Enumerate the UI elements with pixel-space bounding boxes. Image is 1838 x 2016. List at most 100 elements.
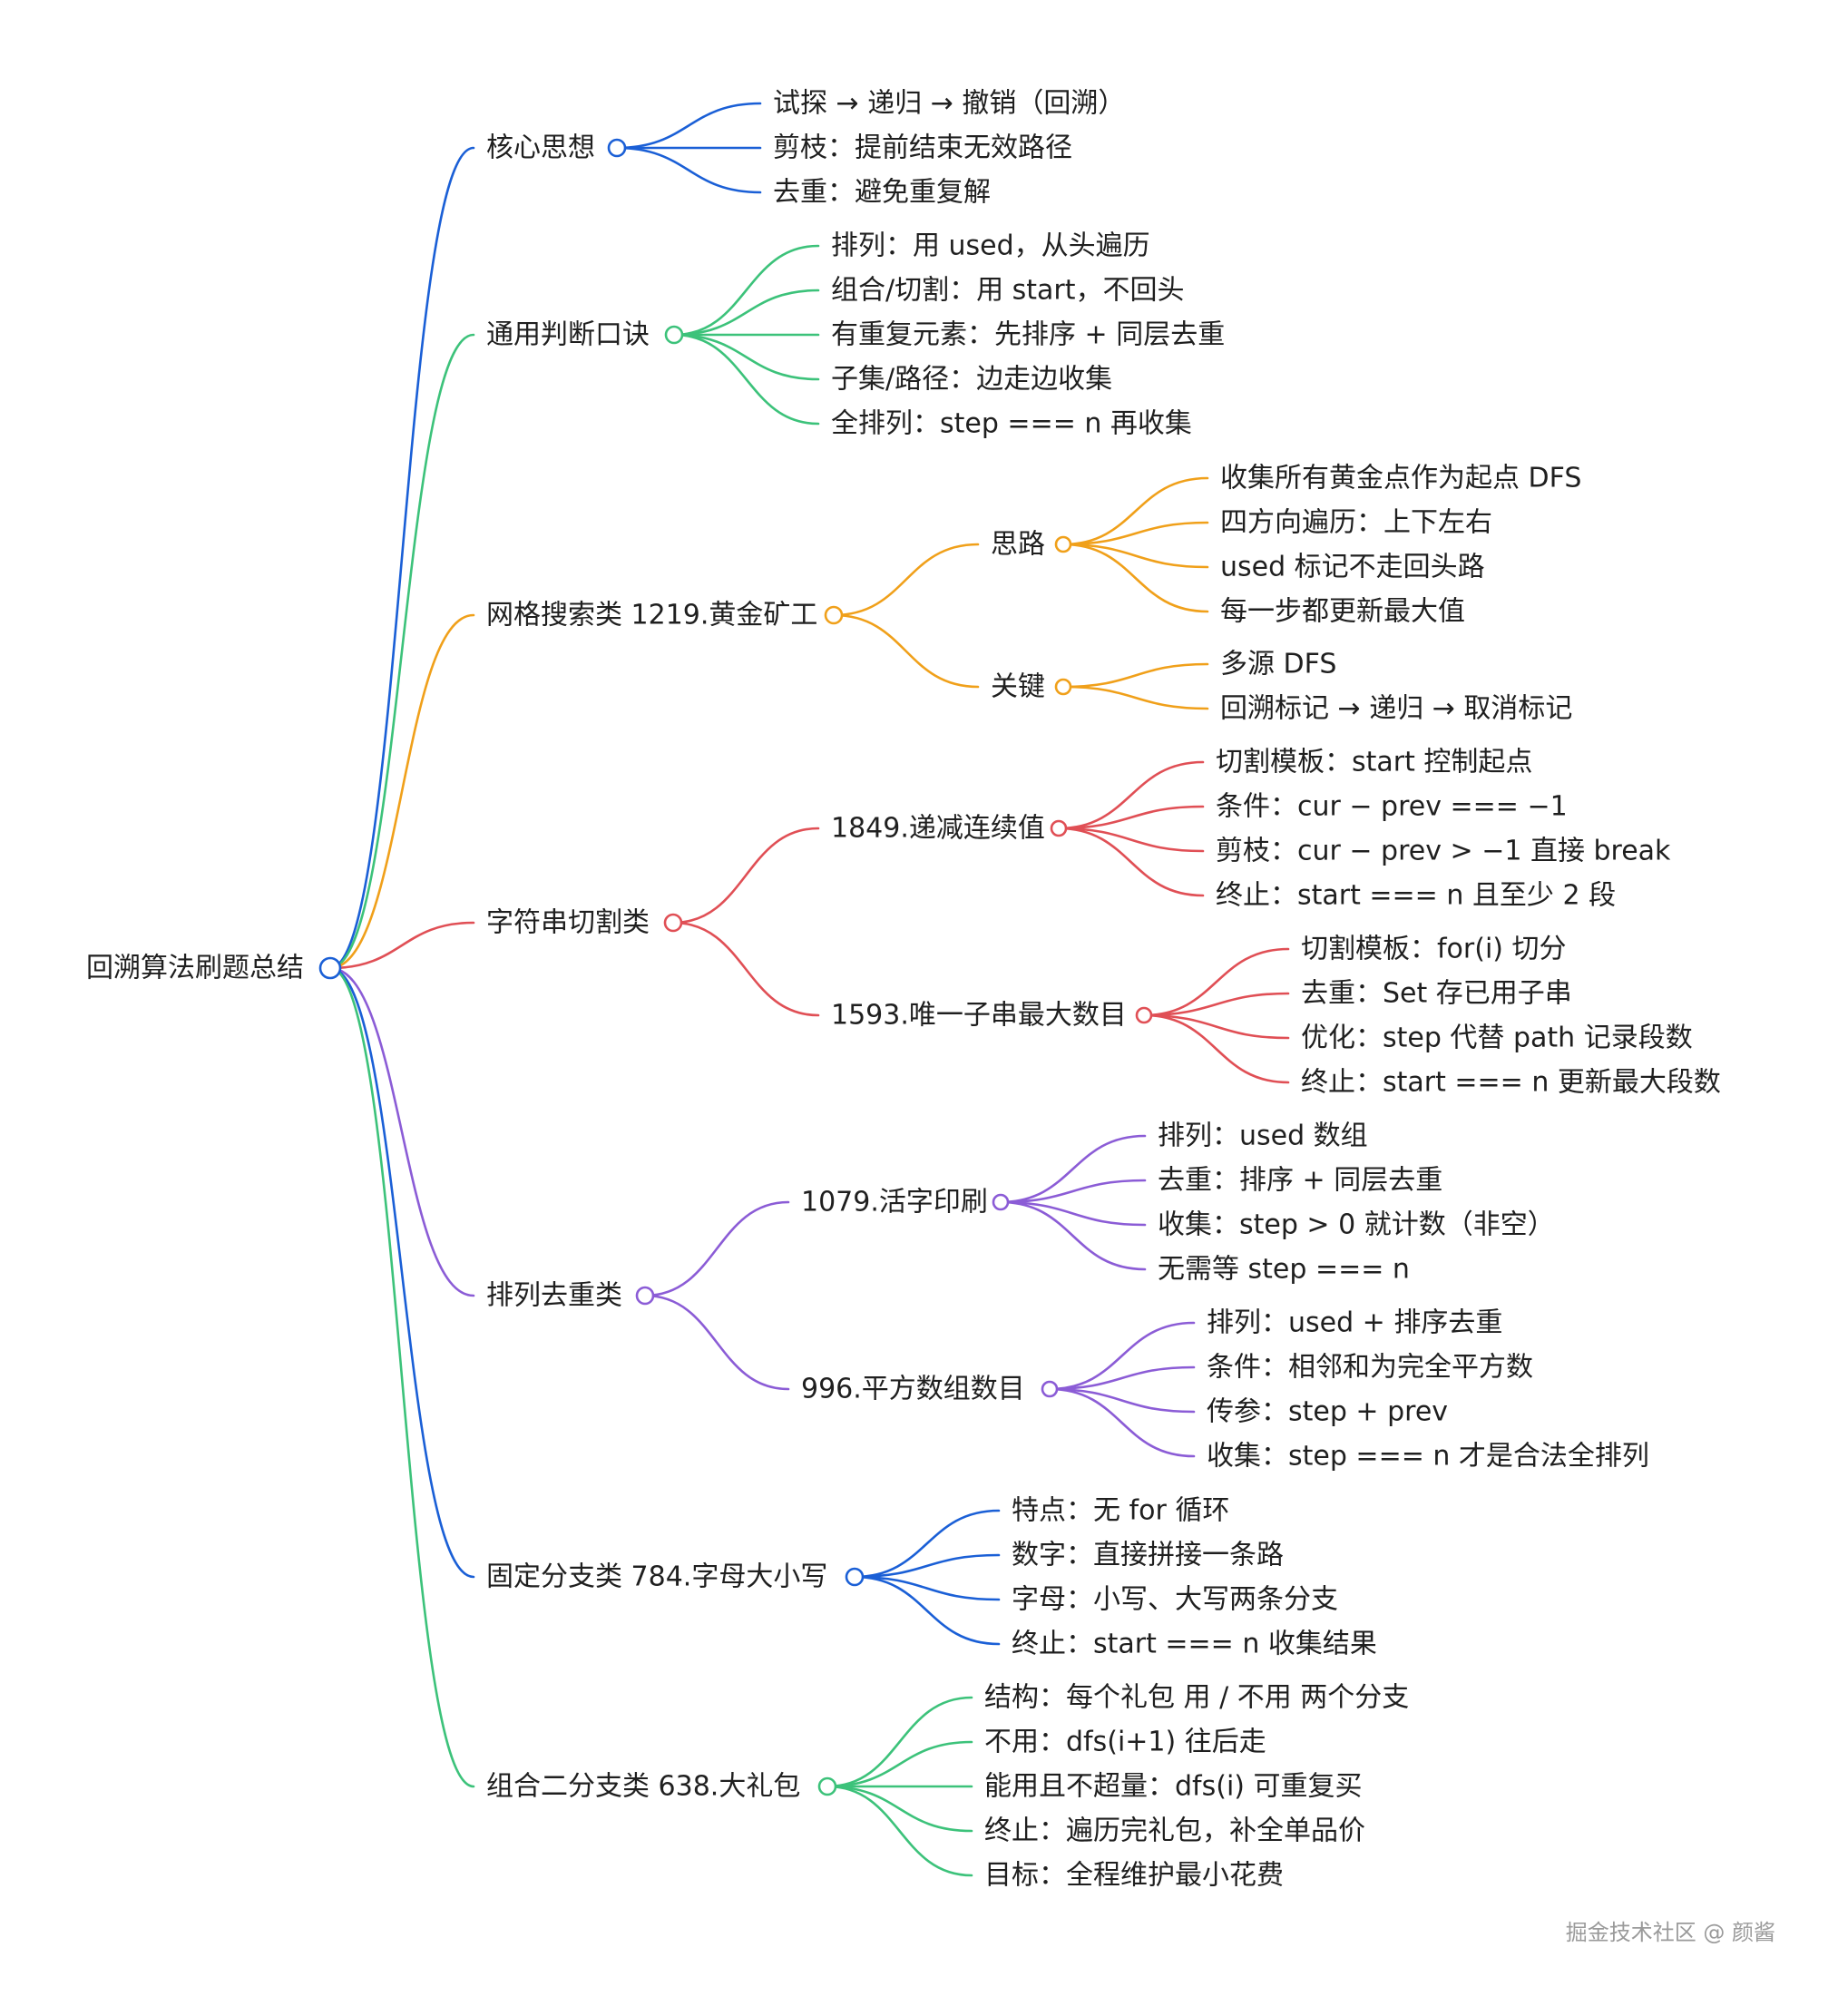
leaf-label-2-1-1[interactable]: 回溯标记 → 递归 → 取消标记	[1220, 693, 1572, 725]
edge-sub-3-0-leaf-0	[1057, 760, 1205, 830]
leaf-label-2-1-0[interactable]: 多源 DFS	[1220, 649, 1336, 680]
leaf-label-1-1[interactable]: 组合/切割：用 start，不回头	[831, 275, 1185, 307]
sub-label-2-1[interactable]: 关键	[991, 671, 1045, 703]
leaf-label-6-1[interactable]: 不用：dfs(i+1) 往后走	[984, 1727, 1266, 1758]
leaf-label-3-0-3[interactable]: 终止：start === n 且至少 2 段	[1216, 880, 1616, 912]
edge-root-branch-1	[328, 333, 475, 970]
sub-label-3-1[interactable]: 1593.唯一子串最大数目	[831, 1000, 1127, 1032]
edge-sub-2-0-leaf-2	[1061, 543, 1209, 569]
edge-branch-6-leaf-0	[826, 1696, 973, 1788]
edge-sub-4-0-leaf-3	[999, 1200, 1147, 1271]
branch-label-1[interactable]: 通用判断口诀	[486, 319, 650, 351]
leaf-label-1-0[interactable]: 排列：用 used，从头遍历	[831, 230, 1150, 262]
edge-branch-1-leaf-3	[672, 333, 820, 381]
leaf-label-6-3[interactable]: 终止：遍历完礼包，补全单品价	[984, 1815, 1365, 1847]
leaf-label-3-1-0[interactable]: 切割模板：for(i) 切分	[1301, 934, 1567, 965]
edge-sub-3-1-leaf-3	[1142, 1013, 1290, 1084]
branch-label-2[interactable]: 网格搜索类 1219.黄金矿工	[486, 600, 817, 631]
edge-branch-6-leaf-3	[826, 1785, 973, 1833]
branch-node-dot-2[interactable]	[824, 605, 844, 625]
leaf-label-5-0[interactable]: 特点：无 for 循环	[1012, 1495, 1229, 1527]
sub-node-dot-2-0[interactable]	[1054, 535, 1072, 553]
branch-node-dot-6[interactable]	[817, 1776, 837, 1796]
edge-branch-5-leaf-1	[853, 1553, 1001, 1579]
leaf-label-6-4[interactable]: 目标：全程维护最小花费	[984, 1860, 1284, 1892]
leaf-label-6-0[interactable]: 结构：每个礼包 用 / 不用 两个分支	[984, 1682, 1409, 1714]
leaf-label-0-0[interactable]: 试探 → 递归 → 撤销（回溯）	[773, 88, 1125, 120]
leaf-label-5-2[interactable]: 字母：小写、大写两条分支	[1012, 1584, 1338, 1616]
leaf-label-6-2[interactable]: 能用且不超量：dfs(i) 可重复买	[984, 1771, 1363, 1803]
edge-branch-3-sub-1	[671, 921, 820, 1017]
edge-sub-4-1-leaf-3	[1048, 1387, 1196, 1458]
leaf-label-4-0-0[interactable]: 排列：used 数组	[1158, 1121, 1368, 1152]
leaf-label-3-1-1[interactable]: 去重：Set 存已用子串	[1301, 978, 1572, 1010]
branch-node-dot-4[interactable]	[635, 1286, 655, 1306]
edge-branch-2-sub-0	[832, 543, 980, 617]
branch-node-dot-0[interactable]	[607, 138, 627, 158]
sub-label-3-0[interactable]: 1849.递减连续值	[831, 813, 1045, 845]
edge-sub-4-0-leaf-0	[999, 1134, 1147, 1204]
branch-label-0[interactable]: 核心思想	[486, 132, 595, 164]
leaf-label-3-0-2[interactable]: 剪枝：cur − prev > −1 直接 break	[1216, 836, 1671, 867]
sub-node-dot-4-1[interactable]	[1041, 1380, 1059, 1398]
leaf-label-4-1-0[interactable]: 排列：used + 排序去重	[1207, 1307, 1502, 1339]
leaf-label-4-1-3[interactable]: 收集：step === n 才是合法全排列	[1207, 1441, 1649, 1473]
edge-sub-3-1-leaf-1	[1142, 992, 1290, 1017]
sub-label-4-1[interactable]: 996.平方数组数目	[801, 1374, 1025, 1405]
edge-sub-4-0-leaf-2	[999, 1200, 1147, 1227]
sub-node-dot-2-1[interactable]	[1054, 678, 1072, 696]
leaf-label-5-1[interactable]: 数字：直接拼接一条路	[1012, 1540, 1284, 1571]
leaf-label-0-1[interactable]: 剪枝：提前结束无效路径	[773, 132, 1072, 164]
leaf-label-3-1-3[interactable]: 终止：start === n 更新最大段数	[1301, 1067, 1721, 1099]
edge-sub-4-0-leaf-1	[999, 1179, 1147, 1204]
edge-branch-6-leaf-1	[826, 1740, 973, 1788]
edge-branch-6-leaf-4	[826, 1785, 973, 1877]
sub-node-dot-3-0[interactable]	[1050, 819, 1068, 837]
sub-node-dot-4-0[interactable]	[992, 1193, 1010, 1211]
edge-root-branch-4	[328, 966, 475, 1297]
leaf-label-2-0-1[interactable]: 四方向遍历：上下左右	[1220, 507, 1492, 539]
edge-branch-5-leaf-0	[853, 1509, 1001, 1579]
leaf-label-4-0-3[interactable]: 无需等 step === n	[1158, 1254, 1410, 1286]
branch-label-3[interactable]: 字符串切割类	[486, 907, 650, 939]
sub-label-4-0[interactable]: 1079.活字印刷	[801, 1187, 988, 1218]
leaf-label-3-0-0[interactable]: 切割模板：start 控制起点	[1216, 747, 1532, 778]
edge-root-branch-0	[328, 146, 475, 970]
leaf-label-3-1-2[interactable]: 优化：step 代替 path 记录段数	[1301, 1023, 1693, 1054]
edge-branch-2-sub-1	[832, 613, 980, 689]
edge-root-branch-6	[328, 966, 475, 1788]
edge-sub-2-0-leaf-3	[1061, 543, 1209, 613]
branch-node-dot-1[interactable]	[664, 325, 684, 345]
edge-branch-3-sub-0	[671, 827, 820, 925]
leaf-label-4-0-1[interactable]: 去重：排序 + 同层去重	[1158, 1165, 1442, 1197]
branch-label-4[interactable]: 排列去重类	[486, 1280, 622, 1312]
leaf-label-3-0-1[interactable]: 条件：cur − prev === −1	[1216, 791, 1568, 823]
sub-node-dot-3-1[interactable]	[1135, 1006, 1153, 1024]
leaf-label-2-0-2[interactable]: used 标记不走回头路	[1220, 552, 1485, 583]
root-node-dot[interactable]	[318, 956, 342, 980]
edge-branch-0-leaf-2	[615, 146, 762, 194]
watermark-text: 掘金技术社区 @ 颜酱	[1566, 1920, 1775, 1945]
leaf-label-4-1-1[interactable]: 条件：相邻和为完全平方数	[1207, 1352, 1533, 1384]
leaf-label-5-3[interactable]: 终止：start === n 收集结果	[1012, 1629, 1377, 1660]
root-node-label[interactable]: 回溯算法刷题总结	[86, 953, 304, 984]
leaf-label-1-4[interactable]: 全排列：step === n 再收集	[831, 408, 1192, 440]
edge-branch-0-leaf-0	[615, 102, 762, 150]
edge-branch-1-leaf-4	[672, 333, 820, 426]
leaf-label-2-0-0[interactable]: 收集所有黄金点作为起点 DFS	[1220, 463, 1581, 494]
branch-node-dot-5[interactable]	[845, 1567, 865, 1587]
leaf-label-1-2[interactable]: 有重复元素：先排序 + 同层去重	[831, 319, 1225, 351]
sub-label-2-0[interactable]: 思路	[991, 529, 1045, 561]
leaf-label-1-3[interactable]: 子集/路径：边走边收集	[831, 364, 1112, 396]
leaf-label-2-0-3[interactable]: 每一步都更新最大值	[1220, 596, 1465, 628]
branch-label-6[interactable]: 组合二分支类 638.大礼包	[486, 1771, 800, 1803]
leaf-label-4-0-2[interactable]: 收集：step > 0 就计数（非空）	[1158, 1209, 1555, 1241]
edge-sub-2-1-leaf-1	[1061, 685, 1209, 710]
branch-node-dot-3[interactable]	[663, 913, 683, 933]
edge-branch-5-leaf-3	[853, 1575, 1001, 1646]
leaf-label-4-1-2[interactable]: 传参：step + prev	[1207, 1396, 1448, 1428]
branch-label-5[interactable]: 固定分支类 784.字母大小写	[486, 1561, 827, 1593]
leaf-label-0-2[interactable]: 去重：避免重复解	[773, 177, 991, 209]
edge-sub-2-0-leaf-0	[1061, 476, 1209, 546]
